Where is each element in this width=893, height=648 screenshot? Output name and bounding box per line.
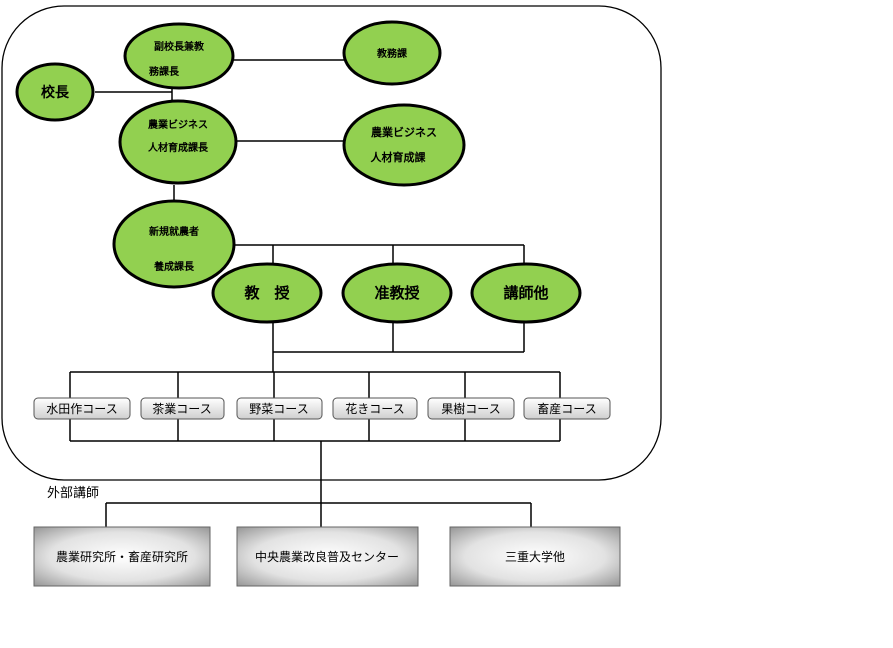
external-extension-center: 中央農業改良普及センター: [236, 526, 419, 587]
svg-text:副校長兼教: 副校長兼教: [154, 40, 205, 53]
node-agri-hr-director: 農業ビジネス 人材育成課長: [118, 99, 238, 185]
svg-text:講師他: 講師他: [503, 284, 548, 302]
svg-text:教 授: 教 授: [243, 284, 290, 302]
svg-text:人材育成課長: 人材育成課長: [148, 141, 209, 154]
svg-text:花きコース: 花きコース: [345, 401, 404, 416]
node-vice-principal: 副校長兼教 務課長: [123, 22, 235, 90]
svg-text:茶業コース: 茶業コース: [152, 401, 211, 416]
course-rice: 水田作コース: [33, 397, 131, 420]
node-lecturer: 講師他: [470, 262, 582, 324]
svg-text:校長: 校長: [41, 84, 70, 101]
svg-text:畜産コース: 畜産コース: [537, 401, 596, 416]
node-associate-professor: 准教授: [341, 262, 453, 324]
node-agri-hr-section: 農業ビジネス 人材育成課: [342, 103, 466, 187]
course-fruit-trees: 果樹コース: [427, 397, 515, 420]
svg-text:務課長: 務課長: [149, 65, 180, 78]
svg-text:中央農業改良普及センター: 中央農業改良普及センター: [255, 549, 399, 564]
course-livestock: 畜産コース: [523, 397, 611, 420]
course-vegetables: 野菜コース: [236, 397, 323, 420]
course-flowers: 花きコース: [332, 397, 418, 420]
node-professor: 教 授: [211, 262, 323, 324]
svg-text:果樹コース: 果樹コース: [441, 402, 500, 416]
svg-text:養成課長: 養成課長: [153, 260, 195, 273]
svg-text:三重大学他: 三重大学他: [505, 549, 565, 564]
svg-text:教務課: 教務課: [376, 47, 407, 60]
external-lecturer-label: 外部講師: [47, 485, 99, 501]
course-tea: 茶業コース: [140, 397, 225, 420]
node-academic-affairs: 教務課: [342, 20, 442, 86]
external-mie-university: 三重大学他: [449, 526, 621, 587]
external-agri-research: 農業研究所・畜産研究所: [33, 526, 211, 587]
svg-text:水田作コース: 水田作コース: [46, 402, 117, 416]
svg-text:農業ビジネス: 農業ビジネス: [148, 118, 208, 131]
svg-text:農業ビジネス: 農業ビジネス: [371, 125, 437, 139]
svg-text:人材育成課: 人材育成課: [371, 150, 427, 164]
svg-text:農業研究所・畜産研究所: 農業研究所・畜産研究所: [56, 549, 188, 564]
node-new-farmer-director: 新規就農者 養成課長: [112, 199, 236, 289]
svg-text:野菜コース: 野菜コース: [249, 402, 308, 416]
svg-text:新規就農者: 新規就農者: [149, 225, 199, 238]
svg-text:准教授: 准教授: [374, 284, 420, 302]
node-principal: 校長: [15, 62, 95, 122]
